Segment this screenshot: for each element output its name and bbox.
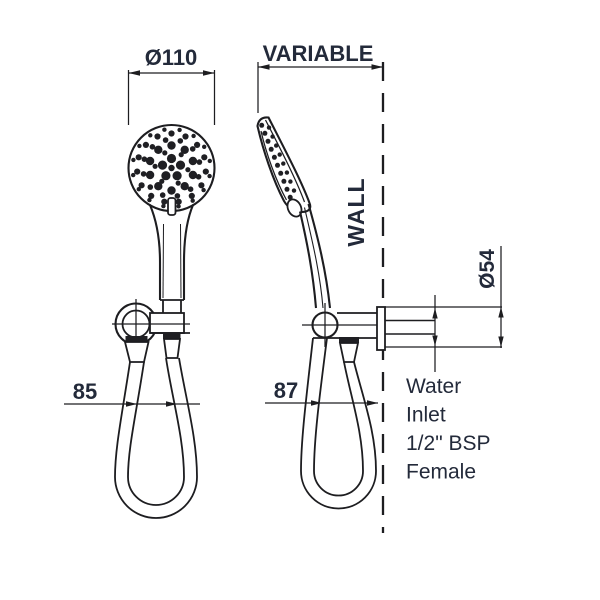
hose-nut-band: [125, 336, 148, 342]
inlet-note-line-4: Female: [406, 461, 476, 484]
variable-label: VARIABLE: [263, 41, 374, 66]
wall-bracket-front: [112, 299, 190, 363]
hose-side: [300, 337, 377, 510]
inlet-note-line-2: Inlet: [406, 404, 446, 427]
hose-offset-side-label: 87: [274, 378, 298, 403]
hose-offset-front-label: 85: [73, 379, 97, 404]
inlet-diameter-label: Ø54: [476, 249, 499, 289]
wall-bracket-side: [302, 303, 386, 363]
handle-front: [148, 204, 195, 313]
side-view: VARIABLE WALL: [256, 41, 504, 533]
inlet-note-line-3: 1/2" BSP: [406, 432, 491, 455]
head-diameter-label: Ø110: [145, 45, 198, 70]
wall-label: WALL: [343, 177, 369, 246]
dimension-inlet-diameter: Ø54: [476, 246, 504, 348]
hose-cone: [123, 341, 150, 363]
spray-mode-button: [167, 197, 177, 216]
spray-pattern-dots: [131, 127, 212, 209]
front-view: Ø110: [64, 45, 216, 519]
water-inlet-note: Water Inlet 1/2" BSP Female: [406, 375, 491, 484]
dimension-85: 85: [64, 379, 200, 407]
handle-holder: [149, 312, 185, 334]
inlet-note-line-1: Water: [406, 375, 461, 398]
handle-nut-band: [163, 333, 181, 339]
dimension-head-diameter: Ø110: [127, 45, 216, 125]
shower-head-side: [256, 116, 312, 218]
hang-loop: [286, 198, 303, 218]
dimension-variable: VARIABLE: [257, 41, 383, 113]
water-inlet-fitting: [385, 295, 502, 372]
hose-cone-side: [338, 342, 360, 363]
nozzle-dots-side: [259, 122, 297, 200]
hose-nut-band-side: [339, 337, 359, 343]
hose-front: [114, 357, 198, 519]
dimension-87: 87: [265, 378, 378, 406]
wall-flange: [376, 306, 386, 351]
handle-side: [298, 203, 332, 309]
handle-cone: [162, 338, 182, 359]
